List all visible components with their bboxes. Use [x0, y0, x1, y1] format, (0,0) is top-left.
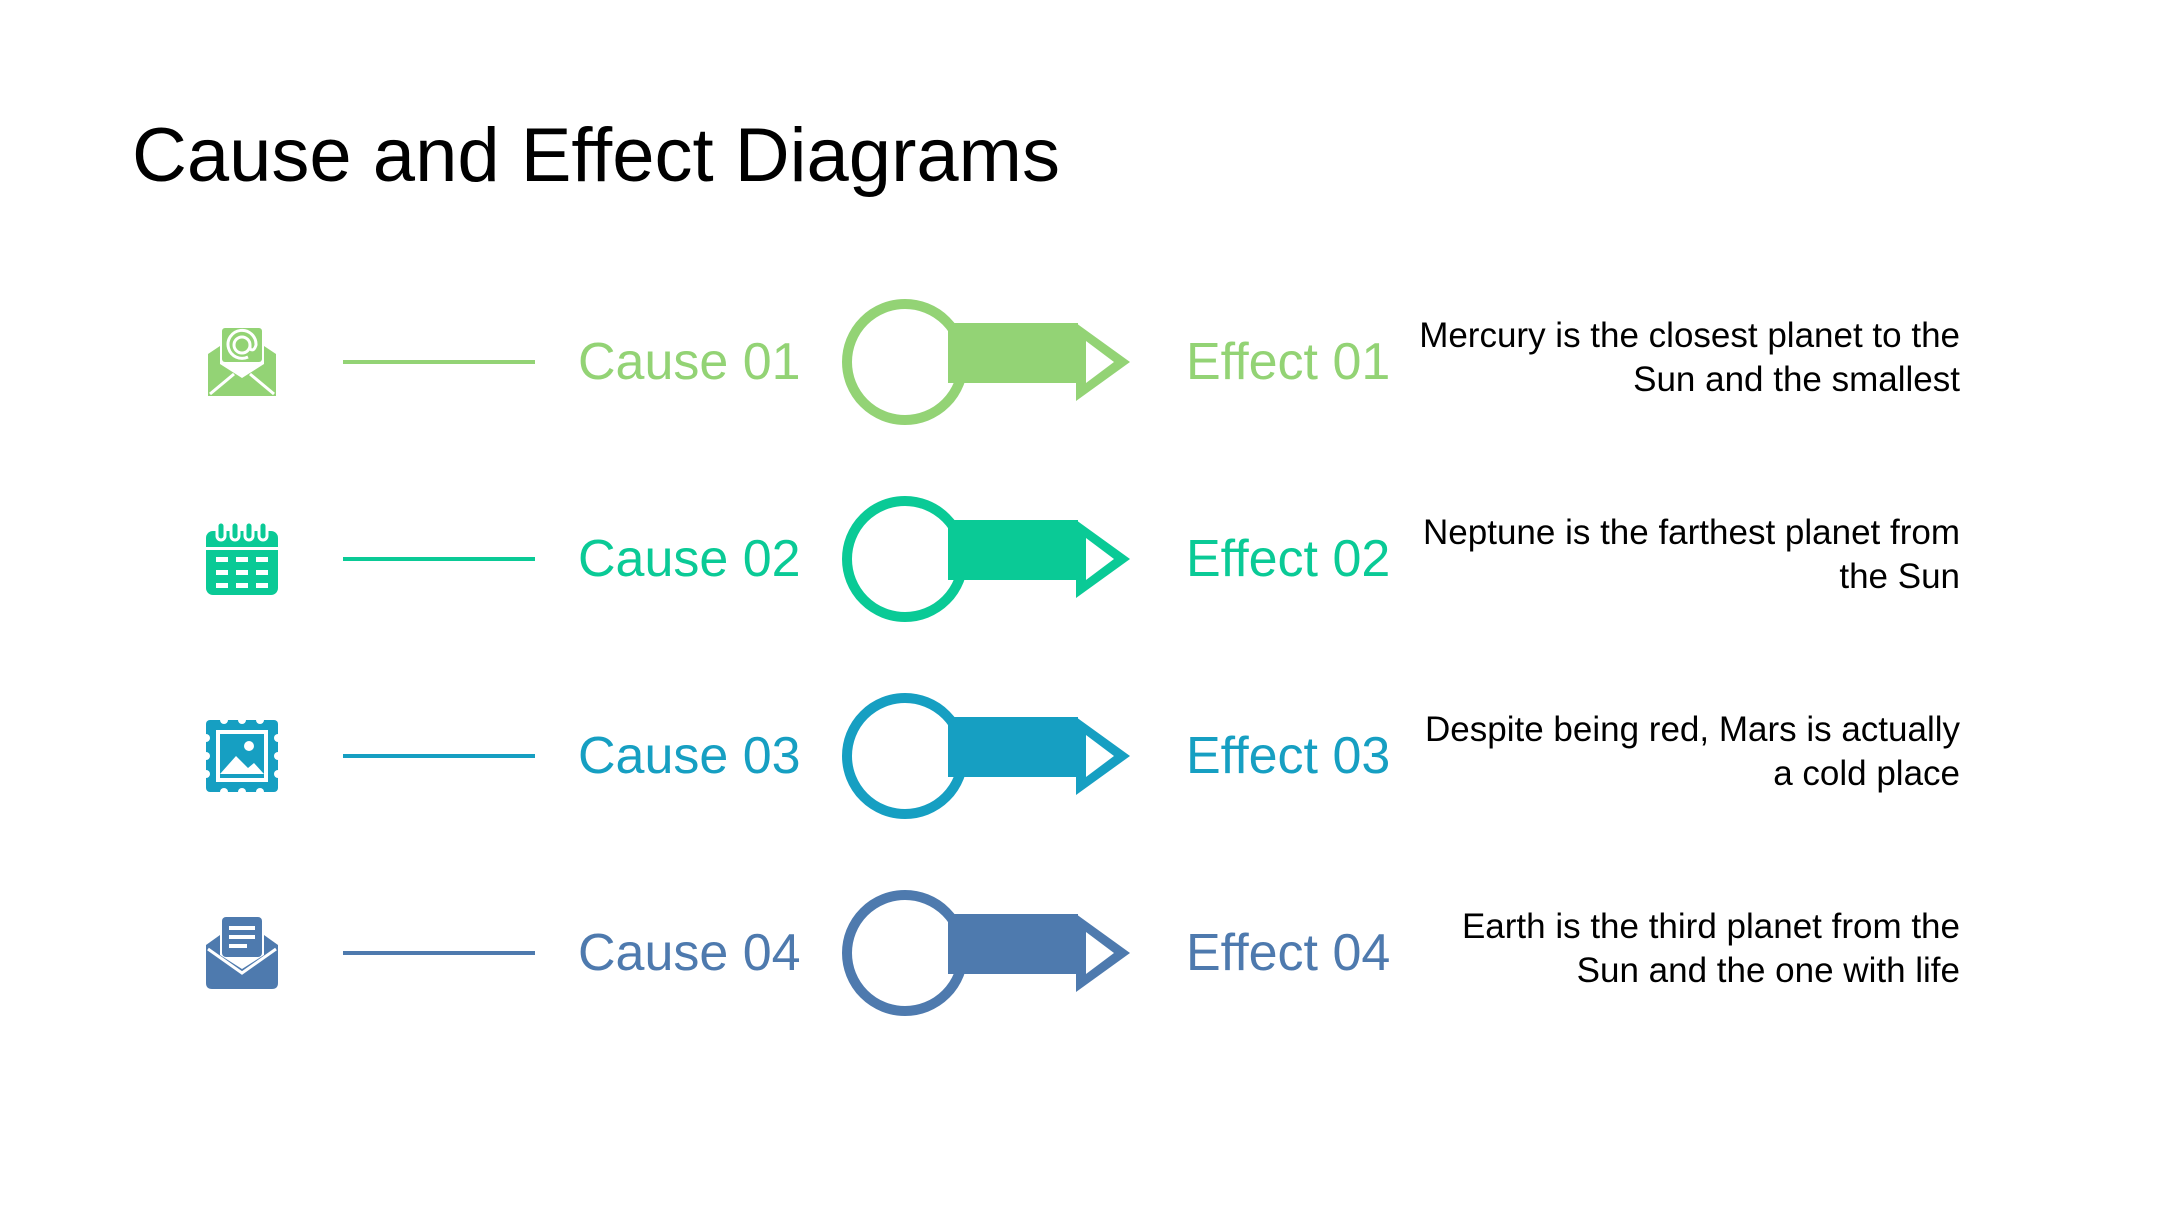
- effect-description: Despite being red, Mars is actually a co…: [1425, 710, 1960, 793]
- cause-label: Cause 01: [578, 333, 801, 391]
- effect-label: Effect 01: [1186, 333, 1391, 391]
- calendar-icon: [204, 521, 280, 597]
- cause-effect-row-3: Cause 03 Effect 03 Despite being red, Ma…: [0, 676, 2160, 836]
- cause-connector-line: [343, 951, 535, 955]
- cause-connector-line: [343, 557, 535, 561]
- effect-description: Earth is the third planet from the Sun a…: [1461, 907, 1960, 990]
- effect-label: Effect 03: [1186, 727, 1391, 785]
- cause-effect-row-1: Cause 01 Effect 01 Mercury is the closes…: [0, 282, 2160, 442]
- effect-description: Neptune is the farthest planet from the …: [1423, 513, 1960, 596]
- cause-label: Cause 02: [578, 530, 801, 588]
- effect-description: Mercury is the closest planet to the Sun…: [1419, 316, 1960, 399]
- cause-effect-arrow: [838, 888, 1138, 1018]
- cause-connector-line: [343, 754, 535, 758]
- picture-icon: [204, 718, 280, 794]
- cause-effect-arrow: [838, 297, 1138, 427]
- cause-effect-row-2: Cause 02 Effect 02 Neptune is the farthe…: [0, 479, 2160, 639]
- cause-effect-arrow: [838, 494, 1138, 624]
- cause-effect-row-4: Cause 04 Effect 04 Earth is the third pl…: [0, 873, 2160, 1033]
- effect-label: Effect 02: [1186, 530, 1391, 588]
- envelope-at-icon: [204, 324, 280, 400]
- cause-effect-arrow: [838, 691, 1138, 821]
- cause-connector-line: [343, 360, 535, 364]
- open-mail-icon: [204, 915, 280, 991]
- cause-label: Cause 03: [578, 727, 801, 785]
- cause-label: Cause 04: [578, 924, 801, 982]
- slide-title: Cause and Effect Diagrams: [132, 113, 1060, 198]
- effect-label: Effect 04: [1186, 924, 1391, 982]
